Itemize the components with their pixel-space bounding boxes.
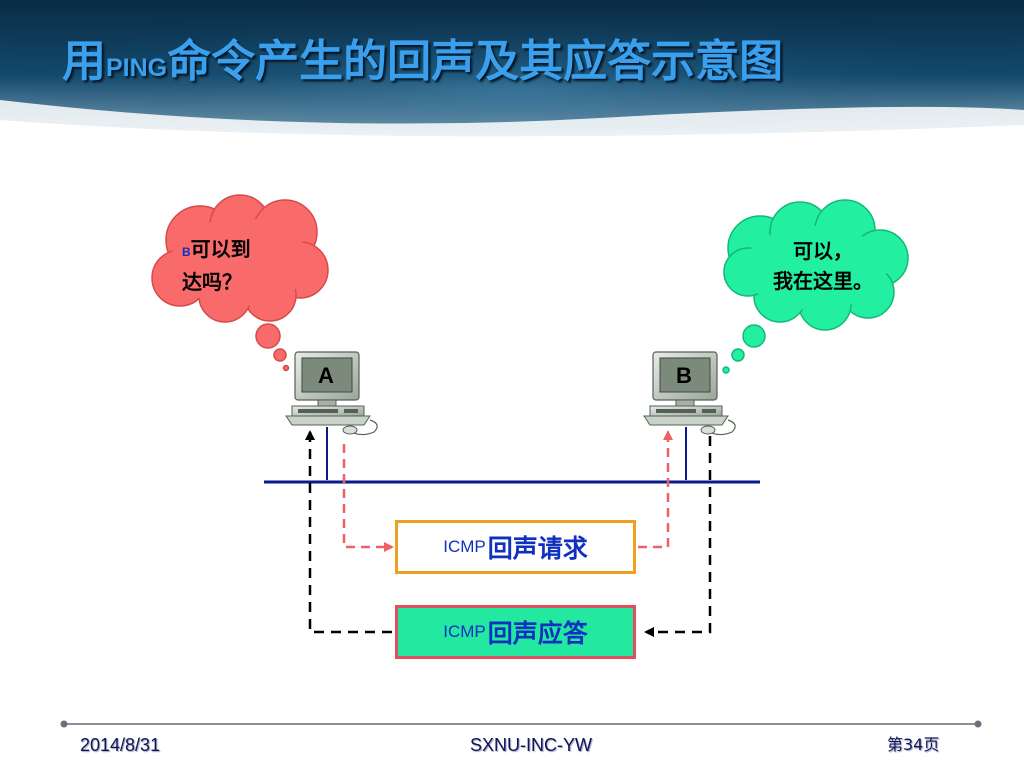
reply-arrow-b-to-box [644, 436, 712, 637]
title-prefix: 用 [62, 36, 106, 87]
request-arrow-box-to-b [638, 430, 673, 549]
reply-arrow-box-to-a [305, 430, 392, 634]
header-background [0, 0, 1024, 150]
computer-a-label: A [318, 363, 334, 388]
thought-bubble-b [722, 199, 909, 374]
request-arrow-a-to-box [342, 444, 394, 552]
bubble-b-text: 可以， 我在这里。 [748, 236, 898, 296]
bubble-a-small-b: B [182, 245, 191, 259]
reply-text: 回声应答 [487, 619, 588, 648]
thought-bubble-a [151, 194, 329, 372]
footer-date: 2014/8/31 [80, 735, 161, 755]
title-ping: PING [106, 54, 168, 82]
request-prefix: ICMP [443, 537, 486, 556]
title-suffix: 命令产生的回声及其应答示意图 [167, 36, 784, 87]
bubble-a-line1: 可以到 [190, 237, 251, 261]
bubble-b-line2: 我在这里。 [773, 269, 873, 293]
slide-title: 用PING命令产生的回声及其应答示意图 [62, 30, 783, 94]
bubble-a-text: B可以到 达吗？ [182, 234, 292, 297]
computer-a [285, 351, 378, 436]
bubble-b-line1: 可以， [793, 239, 853, 263]
footer-divider [60, 720, 982, 728]
reply-prefix: ICMP [443, 622, 486, 641]
header-band: 用PING命令产生的回声及其应答示意图 [0, 0, 1024, 150]
footer-page-number: 第34页 [887, 735, 940, 754]
request-text: 回声请求 [487, 534, 588, 563]
footer-course-code: SXNU-INC-YW [470, 735, 592, 755]
computer-b [643, 351, 736, 436]
computer-b-label: B [676, 363, 692, 388]
bubble-a-line2: 达吗？ [182, 270, 242, 294]
